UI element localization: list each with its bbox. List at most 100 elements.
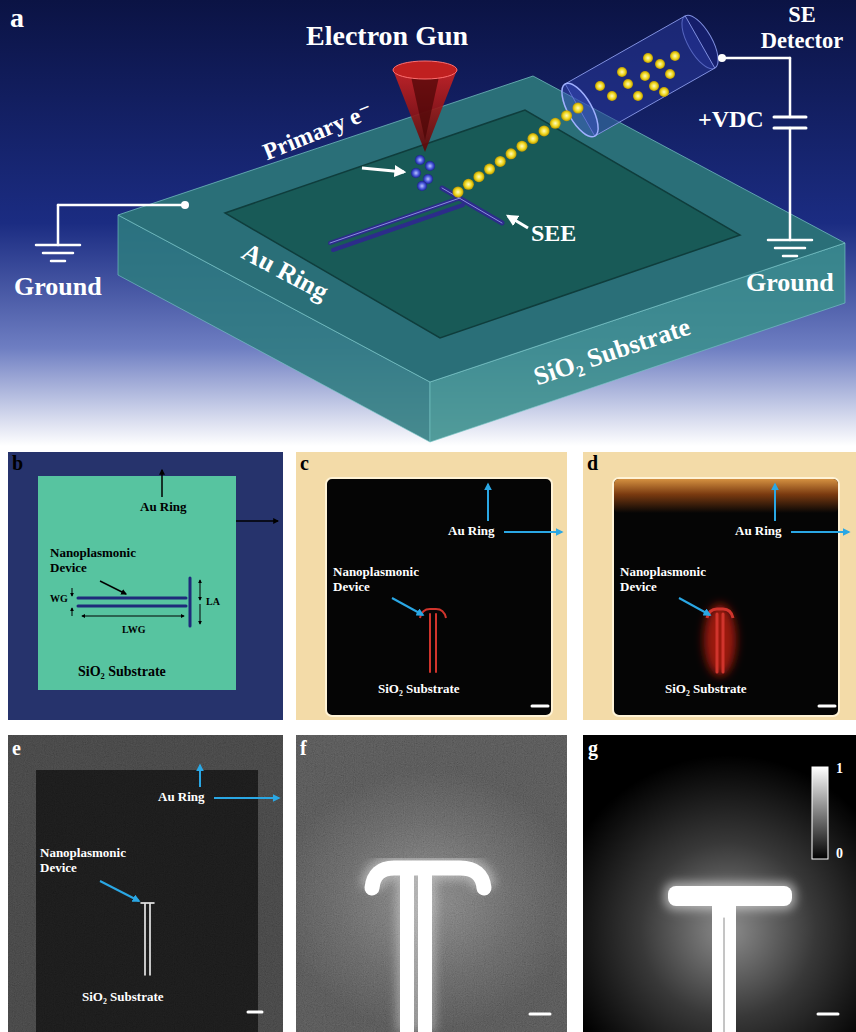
colorbar-tick: 0 <box>836 846 843 862</box>
secondary-electron-dot <box>617 67 627 77</box>
leader-arrow <box>504 531 562 533</box>
component-label: Electron Gun <box>306 20 468 52</box>
device-bar <box>420 609 446 618</box>
secondary-electron-dot <box>649 81 659 91</box>
primary-electron-dot <box>417 181 427 191</box>
panel-letter: b <box>12 452 23 475</box>
panel-letter: c <box>300 452 309 475</box>
dimension-arrow <box>200 580 201 600</box>
secondary-electron-dot <box>633 91 643 101</box>
panel-letter: d <box>587 452 598 475</box>
ground-symbol <box>36 244 80 247</box>
secondary-electron-dot <box>539 125 550 136</box>
waveguide-line <box>78 605 186 608</box>
device-stem <box>435 614 437 672</box>
secondary-electron-dot <box>640 71 650 81</box>
detector-wire <box>722 57 790 60</box>
device-gap <box>724 918 725 1032</box>
panel-background <box>0 0 856 446</box>
primary-electron-dot <box>415 155 425 165</box>
part-label: Nanoplasmonic Device <box>620 565 732 595</box>
ground-symbol <box>775 247 805 250</box>
substrate-region <box>326 478 552 716</box>
ground-wire <box>58 204 185 207</box>
voltage-label: +VDC <box>698 106 764 134</box>
part-label: Nanoplasmonic Device <box>40 846 152 876</box>
device-stem <box>722 614 725 672</box>
electron-gun-cone <box>393 70 457 152</box>
see-arrow <box>508 216 528 228</box>
ground-symbol <box>783 255 797 258</box>
leader-arrow <box>392 598 423 615</box>
reflection-band <box>614 479 838 513</box>
part-label: Au Ring <box>140 500 187 515</box>
optical-panel <box>296 452 567 720</box>
substrate-region <box>36 770 258 1032</box>
sem-background <box>8 735 283 1032</box>
detector-wire <box>789 128 792 240</box>
substrate-region <box>38 476 236 690</box>
part-label: SiO₂ Substrate <box>78 664 166 680</box>
detector-wire <box>789 58 792 117</box>
leader-arrow <box>774 484 776 521</box>
device-stem <box>144 904 146 975</box>
capacitor-plate <box>774 116 806 119</box>
secondary-electron-dot <box>561 110 572 121</box>
secondary-electron-dot <box>506 148 517 159</box>
dimension-arrow <box>200 604 201 624</box>
part-label: Nanoplasmonic Device <box>333 565 445 595</box>
dimension-label: LWG <box>122 624 146 636</box>
secondary-electron-dot <box>595 81 605 91</box>
colorbar <box>812 767 828 859</box>
antenna-highlight <box>442 188 502 223</box>
leader-arrow <box>487 484 489 521</box>
panel-b <box>8 452 283 720</box>
au-ring-face <box>118 76 845 382</box>
secondary-electron-dot <box>623 79 633 89</box>
sem-background <box>296 735 567 1032</box>
ground-wire <box>57 205 60 245</box>
part-label: Au Ring <box>158 790 205 805</box>
substrate-region <box>613 478 839 716</box>
secondary-electron-dot <box>670 51 680 61</box>
au-ring-region <box>8 452 283 720</box>
leader-arrow <box>679 598 710 615</box>
waveguide-highlight <box>330 198 460 243</box>
scale-bar <box>818 1013 838 1016</box>
sem-noise <box>8 735 283 1032</box>
device-stem <box>429 614 431 672</box>
sem-noise <box>296 735 567 1032</box>
device-stem <box>149 904 151 975</box>
primary-electron-dot <box>425 161 435 171</box>
component-label: SE Detector <box>750 2 854 54</box>
waveguide-line <box>78 597 186 600</box>
device-stem <box>716 614 719 672</box>
panel-a <box>0 0 856 446</box>
secondary-electron-dot <box>665 69 675 79</box>
au-ring-region <box>583 452 856 720</box>
part-label: SiO₂ Substrate <box>82 990 164 1005</box>
secondary-electron-dot <box>550 118 561 129</box>
leader-arrow <box>100 581 126 594</box>
secondary-electron-dot <box>463 179 474 190</box>
panel-e <box>8 735 283 1032</box>
part-label: Au Ring <box>448 524 495 539</box>
primary-electron-arrow <box>362 168 404 172</box>
panel-g <box>553 735 856 1032</box>
field-glow <box>553 755 856 1032</box>
panel-letter: a <box>10 2 24 34</box>
secondary-electron-dot <box>659 87 669 97</box>
colorbar-tick: 1 <box>836 761 843 777</box>
dimension-arrow <box>72 608 73 616</box>
part-label: Nanoplasmonic Device <box>50 546 162 576</box>
ground-label: Ground <box>746 268 834 298</box>
waveguide-line <box>330 198 460 243</box>
secondary-electron-dot <box>643 53 653 63</box>
device-stem <box>418 872 432 1032</box>
electron-gun-top <box>393 61 457 79</box>
part-label: Au Ring <box>735 524 782 539</box>
leader-arrow <box>100 881 139 901</box>
primary-electron-dot <box>411 168 421 178</box>
panel-letter: f <box>300 737 307 760</box>
sem-noise <box>36 770 258 1032</box>
